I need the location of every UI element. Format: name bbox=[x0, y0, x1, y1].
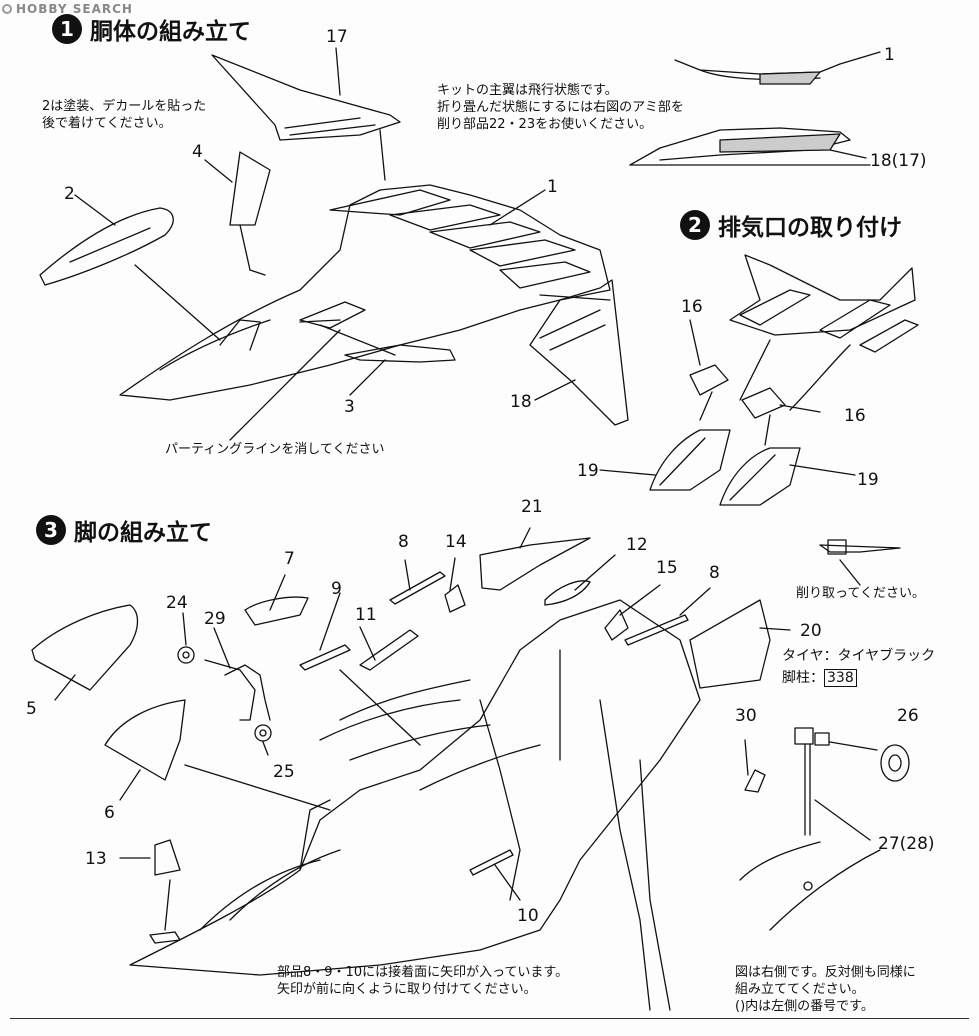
wing-note: キットの主翼は飛行状態です。 折り畳んだ状態にするには右図のアミ部を 削り部品2… bbox=[437, 82, 684, 133]
side-note: 図は右側です。反対側も同様に 組み立ててください。 ()内は左側の番号です。 bbox=[735, 964, 916, 1015]
part-number: 20 bbox=[800, 621, 822, 641]
side-note-line: 組み立ててください。 bbox=[735, 982, 865, 997]
section-1-title: 胴体の組み立て bbox=[90, 19, 251, 45]
part-number: 30 bbox=[735, 706, 757, 726]
part-number: 19 bbox=[857, 470, 879, 490]
part-number: 25 bbox=[273, 762, 295, 782]
part-number: 12 bbox=[626, 535, 648, 555]
part-number: 19 bbox=[577, 461, 599, 481]
watermark-icon bbox=[2, 4, 12, 14]
watermark-text: HOBBY SEARCH bbox=[16, 2, 133, 16]
cut-off-note: 削り取ってください。 bbox=[796, 586, 925, 601]
part-number: 16 bbox=[681, 297, 703, 317]
exhaust-assembly-drawing bbox=[599, 254, 919, 506]
section-2-badge: 2 bbox=[680, 210, 710, 240]
part-number: 26 bbox=[897, 706, 919, 726]
part-number: 4 bbox=[192, 142, 203, 162]
arrow-note-line: 矢印が前に向くように取り付けてください。 bbox=[277, 982, 537, 997]
part-number: 17 bbox=[326, 27, 348, 47]
part-number: 29 bbox=[204, 609, 226, 629]
section-1-badge: 1 bbox=[52, 14, 82, 44]
part-number: 13 bbox=[85, 849, 107, 869]
fuselage-assembly-drawing bbox=[39, 47, 629, 441]
arrow-note: 部品8・9・10には接着面に矢印が入っています。 矢印が前に向くように取り付けて… bbox=[277, 964, 568, 998]
part-number: 27(28) bbox=[878, 834, 935, 854]
part-number: 5 bbox=[26, 699, 37, 719]
wing-note-line: 折り畳んだ状態にするには右図のアミ部を bbox=[437, 100, 684, 115]
decal-note-line: 2は塗装、デカールを貼った bbox=[42, 99, 207, 114]
wing-note-line: 削り部品22・23をお使いください。 bbox=[437, 117, 653, 132]
parting-line-note: パーティングラインを消してください bbox=[165, 442, 385, 457]
part-number: 21 bbox=[521, 497, 543, 517]
part-number: 14 bbox=[445, 532, 467, 552]
side-note-line: 図は右側です。反対側も同様に bbox=[735, 965, 916, 980]
decal-note: 2は塗装、デカールを貼った 後で着けてください。 bbox=[42, 98, 206, 132]
part-number: 2 bbox=[64, 184, 75, 204]
part-number: 6 bbox=[104, 803, 115, 823]
part-number: 7 bbox=[284, 549, 295, 569]
side-note-line: ()内は左側の番号です。 bbox=[735, 999, 874, 1014]
part-number: 10 bbox=[517, 906, 539, 926]
section-3-badge: 3 bbox=[36, 515, 66, 545]
section-2-title: 排気口の取り付け bbox=[718, 215, 902, 241]
part-number: 18(17) bbox=[870, 151, 927, 171]
tire-color-label: タイヤ：タイヤブラック bbox=[782, 648, 936, 664]
watermark: HOBBY SEARCH bbox=[2, 2, 133, 16]
part-number: 18 bbox=[510, 392, 532, 412]
part-number: 1 bbox=[884, 45, 895, 65]
strut-color-label: 脚柱：338 bbox=[782, 669, 857, 687]
section-3-heading: 3 脚の組み立て bbox=[36, 513, 212, 547]
part-number: 16 bbox=[844, 406, 866, 426]
section-1-heading: 1 胴体の組み立て bbox=[52, 12, 251, 46]
part-number: 3 bbox=[344, 397, 355, 417]
strut-color-code: 338 bbox=[824, 669, 857, 687]
part-number: 9 bbox=[331, 579, 342, 599]
section-3-title: 脚の組み立て bbox=[74, 520, 212, 546]
strut-color-text: 脚柱： bbox=[782, 670, 824, 686]
wing-note-line: キットの主翼は飛行状態です。 bbox=[437, 83, 618, 98]
arrow-note-line: 部品8・9・10には接着面に矢印が入っています。 bbox=[277, 965, 569, 980]
part-number: 8 bbox=[398, 532, 409, 552]
section-2-heading: 2 排気口の取り付け bbox=[680, 208, 902, 242]
part-number: 15 bbox=[656, 558, 678, 578]
part-number: 1 bbox=[547, 177, 558, 197]
bottom-rule bbox=[10, 1018, 969, 1019]
decal-note-line: 後で着けてください。 bbox=[42, 116, 172, 131]
gear-assembly-drawing bbox=[31, 527, 910, 1011]
part-number: 11 bbox=[355, 605, 377, 625]
part-number: 24 bbox=[166, 593, 188, 613]
part-number: 8 bbox=[709, 563, 720, 583]
folded-wing-inset bbox=[629, 51, 881, 166]
